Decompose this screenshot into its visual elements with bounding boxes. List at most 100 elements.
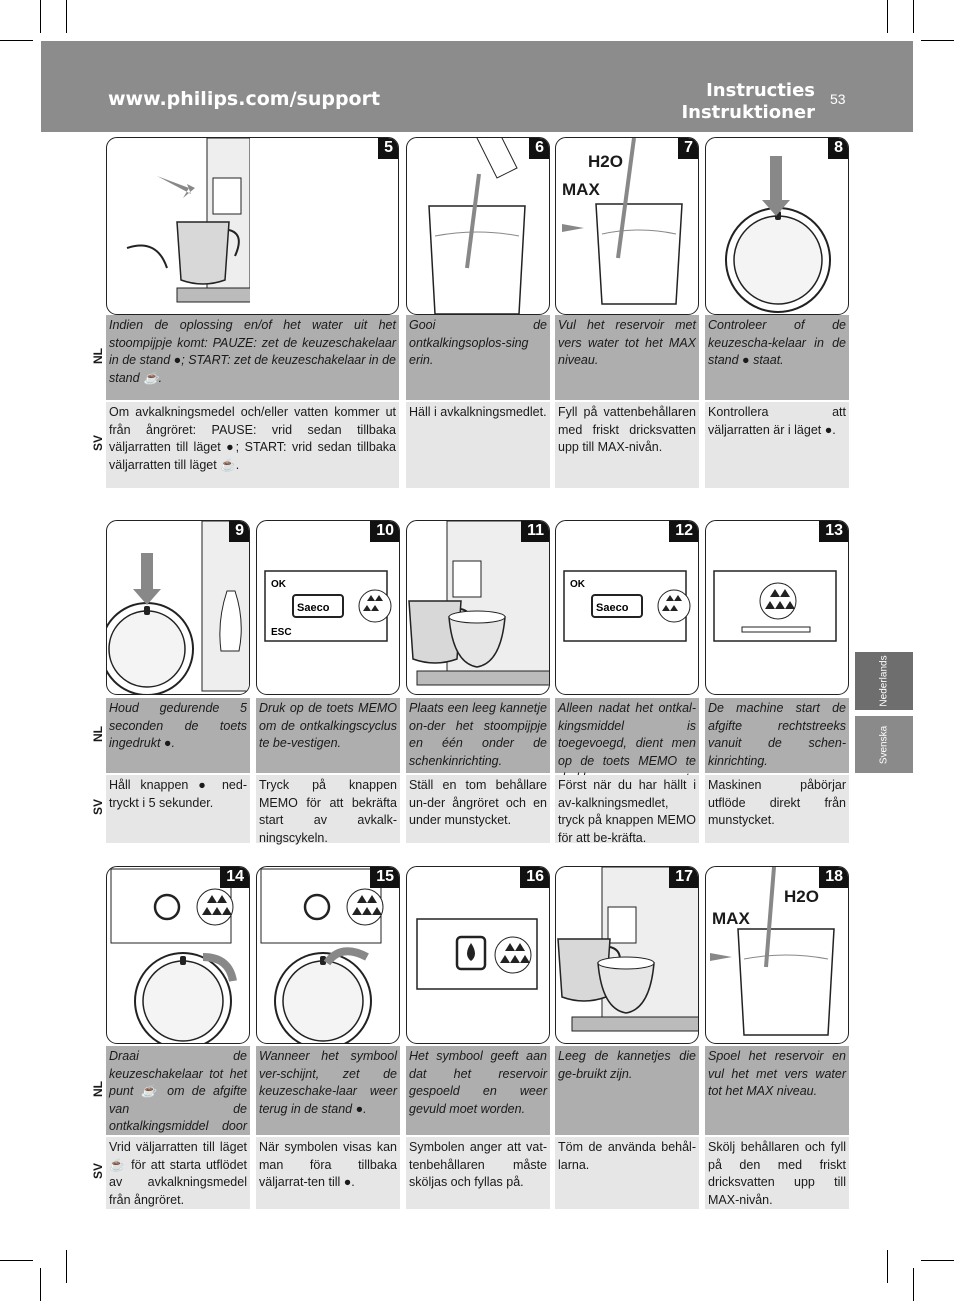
lang-label-nl: NL — [91, 1080, 105, 1097]
step-5-nl-text: Indien de oplossing en/of het water uit … — [106, 315, 399, 400]
step-15-nl-text: Wanneer het symbool ver-schijnt, zet de … — [256, 1046, 400, 1135]
step-10-panel: OK ESC Saeco 10 — [256, 520, 400, 695]
step-12-sv-text: Först när du har hällt i av-kalkningsmed… — [555, 775, 699, 845]
step-7-nl-text: Vul het reservoir met vers water tot het… — [555, 315, 699, 400]
side-tab-nederlands: Nederlands — [855, 652, 913, 710]
step-8-panel: 8 — [705, 137, 849, 315]
step-illustration — [260, 868, 384, 1043]
step-illustration — [562, 138, 683, 305]
step-13-sv-text: Maskinen påbörjar utflöde direkt från mu… — [705, 775, 849, 843]
step-number-badge: 12 — [669, 521, 698, 542]
title-nl: Instructies — [706, 80, 815, 101]
step-number-badge: 6 — [529, 138, 549, 159]
step-17-panel: 17 — [555, 866, 699, 1044]
crop-mark — [66, 0, 67, 33]
page-titles: Instructies Instruktioner — [681, 80, 815, 124]
step-5-panel: 5 — [106, 137, 399, 315]
crop-mark — [913, 0, 914, 33]
step-11-panel: 11 — [406, 520, 550, 695]
max-label: MAX — [712, 909, 750, 928]
step-18-sv-text: Skölj behållaren och fyll på den med fri… — [705, 1137, 849, 1209]
step-6-sv-text: Häll i avkalkningsmedlet. — [406, 402, 550, 488]
step-17-nl-text: Leeg de kannetjes die ge-bruikt zijn. — [555, 1046, 699, 1135]
step-number-badge: 11 — [521, 521, 549, 542]
step-illustration — [126, 138, 250, 303]
step-illustration — [557, 867, 698, 1032]
svg-text:OK: OK — [570, 579, 586, 590]
step-14-nl-text: Draai de keuzeschakelaar tot het punt ☕ … — [106, 1046, 250, 1168]
step-8-sv-text: Kontrollera att väljarratten är i läget … — [705, 402, 849, 488]
crop-mark — [887, 1250, 888, 1283]
step-number-badge: 5 — [378, 138, 398, 159]
step-number-badge: 7 — [678, 138, 698, 159]
page-header: www.philips.com/support Instructies Inst… — [41, 41, 913, 132]
crop-mark — [40, 0, 41, 33]
step-13-nl-text: De machine start de afgifte rechtstreeks… — [705, 698, 849, 773]
crop-mark — [921, 40, 954, 41]
step-illustration: OK Saeco — [563, 570, 691, 642]
step-7-panel: H2O MAX 7 — [555, 137, 699, 315]
step-16-sv-text: Symbolen anger att vat-tenbehållaren mås… — [406, 1137, 550, 1209]
step-9-sv-text: Håll knappen ● ned-tryckt i 5 sekunder. — [106, 775, 250, 843]
crop-mark — [921, 1260, 954, 1261]
step-number-badge: 13 — [819, 521, 848, 542]
h2o-label: H2O — [588, 152, 623, 171]
max-label: MAX — [562, 180, 600, 199]
step-14-sv-text: Vrid väljarratten till läget ☕ för att s… — [106, 1137, 250, 1209]
step-number-badge: 10 — [370, 521, 399, 542]
lang-label-sv: SV — [91, 1163, 105, 1180]
step-8-nl-text: Controleer of de keuzescha-kelaar in de … — [705, 315, 849, 400]
support-url[interactable]: www.philips.com/support — [108, 88, 381, 110]
title-sv: Instruktioner — [681, 102, 815, 123]
step-9-nl-text: Houd gedurende 5 seconden de toets inged… — [106, 698, 250, 773]
step-10-sv-text: Tryck på knappen MEMO för att bekräfta s… — [256, 775, 400, 845]
step-illustration — [713, 570, 837, 642]
step-illustration — [107, 521, 249, 694]
crop-mark — [887, 0, 888, 33]
step-11-nl-text: Plaats een leeg kannetje on-der het stoo… — [406, 698, 550, 773]
lang-label-nl: NL — [91, 347, 105, 364]
step-number-badge: 16 — [520, 867, 549, 888]
step-16-nl-text: Het symbool geeft aan dat het reservoir … — [406, 1046, 550, 1135]
side-tab-svenska: Svenska — [855, 716, 913, 773]
step-13-panel: 13 — [705, 520, 849, 695]
svg-text:ESC: ESC — [271, 627, 292, 638]
crop-mark — [0, 40, 33, 41]
step-illustration — [710, 867, 835, 1036]
svg-text:Saeco: Saeco — [596, 602, 629, 614]
step-14-panel: 14 — [106, 866, 250, 1044]
crop-mark — [913, 1268, 914, 1301]
step-18-nl-text: Spoel het reservoir en vul het met vers … — [705, 1046, 849, 1135]
step-number-badge: 15 — [370, 867, 399, 888]
step-9-panel: 9 — [106, 520, 250, 695]
lang-label-sv: SV — [91, 435, 105, 452]
step-16-panel: 16 — [406, 866, 550, 1044]
step-15-panel: 15 — [256, 866, 400, 1044]
h2o-label: H2O — [784, 887, 819, 906]
step-17-sv-text: Töm de använda behål-larna. — [555, 1137, 699, 1209]
step-illustration — [416, 918, 538, 990]
crop-mark — [0, 1260, 33, 1261]
step-number-badge: 8 — [828, 138, 848, 159]
step-illustration — [725, 156, 831, 313]
step-15-sv-text: När symbolen visas kan man föra tillbaka… — [256, 1137, 400, 1209]
lang-label-sv: SV — [91, 799, 105, 816]
step-6-panel: 6 — [406, 137, 550, 315]
step-12-panel: OK Saeco 12 — [555, 520, 699, 695]
svg-text:Saeco: Saeco — [297, 602, 330, 614]
lang-label-nl: NL — [91, 725, 105, 742]
svg-text:OK: OK — [271, 579, 287, 590]
step-illustration — [428, 138, 526, 314]
crop-mark — [40, 1268, 41, 1301]
step-11-sv-text: Ställ en tom behållare un-der ångröret o… — [406, 775, 550, 843]
step-12-nl-text: Alleen nadat het ontkal-kingsmiddel is t… — [555, 698, 699, 803]
step-number-badge: 9 — [229, 521, 249, 542]
step-number-badge: 14 — [220, 867, 249, 888]
crop-mark — [66, 1250, 67, 1283]
step-6-nl-text: Gooi de ontkalkingsoplos-sing erin. — [406, 315, 550, 400]
step-number-badge: 17 — [669, 867, 698, 888]
step-5-sv-text: Om avkalkningsmedel och/eller vatten kom… — [106, 402, 399, 488]
step-illustration — [408, 521, 549, 686]
step-7-sv-text: Fyll på vattenbehållaren med friskt dric… — [555, 402, 699, 488]
